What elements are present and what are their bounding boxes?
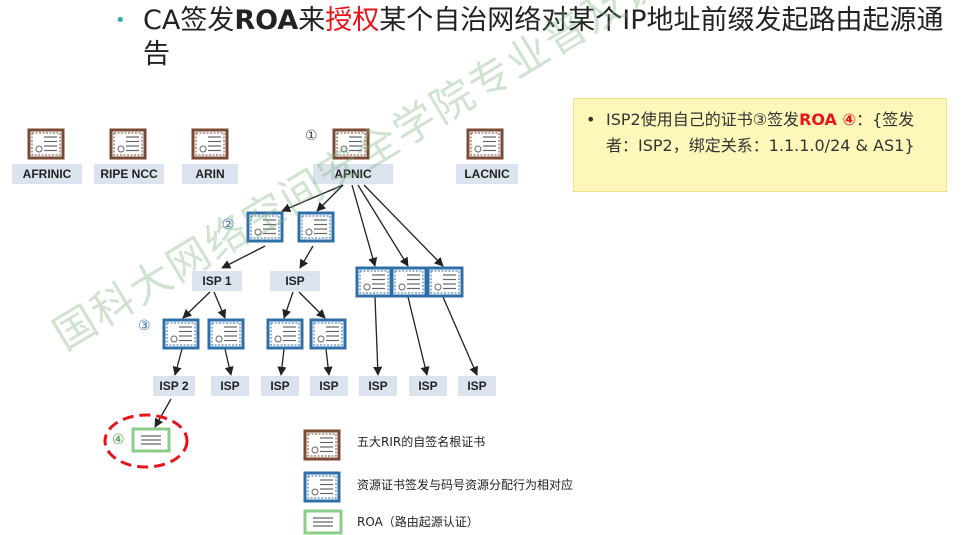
rir-label-afrinic: AFRINIC (23, 167, 72, 181)
rir-label-bg (313, 164, 393, 184)
arrow-cert-isp-b (277, 348, 287, 376)
title-part-rest: 某个自治网络对某个IP地址前缀发起路由起源通告 (143, 5, 944, 70)
title-text: CA签发ROA来授权某个自治网络对某个IP地址前缀发起路由起源通告 (143, 4, 955, 72)
root-certificate-icon (191, 128, 229, 160)
step-markers: ① ② ③ ④ (112, 128, 318, 448)
title-part-roa: ROA (234, 5, 299, 36)
roa-certificate-icon (131, 427, 171, 453)
title-bullet: • (115, 10, 126, 31)
arrow-cert-isp-f (442, 296, 478, 376)
root-certificate-icon (332, 128, 370, 160)
rir-label-bg (12, 164, 82, 184)
legend-label-root: 五大RIR的自签名根证书 (357, 434, 485, 449)
marker-4: ④ (112, 432, 125, 448)
resource-certificate-icon (266, 318, 304, 350)
roa-highlight-ellipse (103, 413, 189, 469)
marker-1: ① (305, 128, 318, 144)
arrow-isp-cert-d (298, 291, 326, 319)
resource-certificate-icon (426, 266, 464, 298)
rir-label-arin: ARIN (195, 167, 224, 181)
arrow-apnic-cert-b (316, 184, 344, 212)
isp-label-bg (458, 376, 496, 396)
note-text: ISP2使用自己的证书③签发ROA ④：{签发者：ISP2，绑定关系：1.1.1… (606, 107, 941, 159)
isp-label-bg (270, 271, 320, 291)
title-part-authorize: 授权 (325, 5, 380, 36)
arrow-apnic-cert-a (281, 184, 344, 212)
isp-label-leaf: ISP (270, 379, 289, 393)
resource-certificate-icon (355, 266, 393, 298)
root-certificate-icon (303, 429, 341, 461)
arrow-isp-cert-c (282, 291, 294, 319)
root-certificate-icon (466, 128, 504, 160)
isp-label-leaf: ISP (418, 379, 437, 393)
isp-label-isp2: ISP 2 (159, 379, 188, 393)
isp-label-isp1: ISP 1 (202, 274, 231, 288)
resource-certificate-icon (246, 211, 284, 243)
isp-label-bg (192, 271, 242, 291)
isp-labels: ISP 1 ISP ISP 2 ISP ISP ISP ISP ISP ISP (153, 271, 496, 396)
legend-label-resource: 资源证书签发与码号资源分配行为相对应 (357, 477, 573, 492)
isp-label-leaf: ISP (220, 379, 239, 393)
resource-certificate-icon (309, 318, 347, 350)
isp-label-bg (211, 376, 249, 396)
roa-certificate-icon (303, 509, 343, 535)
arrow-cert-isp-e (407, 296, 430, 376)
root-certificate-icon (27, 128, 65, 160)
arrow-isp1-cert-b (213, 291, 226, 319)
arrow-cert-isp1 (221, 245, 266, 269)
title-part-ca: CA签发 (143, 5, 235, 36)
arrow-cert-isp2 (172, 348, 183, 376)
arrow-cert-isp (299, 245, 314, 269)
arrow-cert-isp-a (224, 348, 234, 376)
isp-label-leaf: ISP (319, 379, 338, 393)
marker-3: ③ (138, 318, 151, 334)
rir-label-apnic: APNIC (334, 167, 372, 181)
arrow-apnic-cert-c (351, 184, 378, 267)
note-part-3: ：{签发者：ISP2，绑定关系：1.1.1.0/24 & AS1} (606, 110, 915, 155)
note-part-roa: ROA ④ (799, 110, 857, 129)
rir-label-bg (94, 164, 164, 184)
isp-label-bg (261, 376, 299, 396)
isp-label-isp: ISP (285, 274, 304, 288)
isp-label-leaf: ISP (467, 379, 486, 393)
isp-label-bg (359, 376, 397, 396)
callout-note: • ISP2使用自己的证书③签发ROA ④：{签发者：ISP2，绑定关系：1.1… (573, 98, 947, 192)
isp-label-bg (153, 376, 195, 396)
rir-label-bg (182, 164, 238, 184)
resource-certificate-icon (297, 211, 335, 243)
isp-label-bg (310, 376, 348, 396)
legend: 五大RIR的自签名根证书 资源证书签发与码号资源分配行为相对应 ROA（路由起源… (357, 434, 573, 529)
rir-labels: AFRINIC RIPE NCC ARIN APNIC LACNIC (12, 164, 518, 184)
isp-label-leaf: ISP (368, 379, 387, 393)
arrow-isp2-roa (154, 398, 172, 428)
root-certificate-icon (109, 128, 147, 160)
arrow-cert-isp-d (373, 296, 383, 376)
arrow-isp1-cert-a (182, 291, 211, 319)
isp-label-bg (409, 376, 447, 396)
certificate-icons (27, 128, 504, 535)
arrow-apnic-cert-e (363, 184, 444, 267)
resource-certificate-icon (303, 471, 341, 503)
rir-label-lacnic: LACNIC (464, 167, 510, 181)
arrow-apnic-cert-d (357, 184, 409, 267)
title-part-lai: 来 (298, 5, 326, 36)
rir-label-bg (456, 164, 518, 184)
connector-lines (154, 184, 478, 428)
note-part-1: ISP2使用自己的证书③签发 (606, 110, 800, 129)
arrow-cert-isp-c (323, 348, 333, 376)
resource-certificate-icon (207, 318, 245, 350)
resource-certificate-icon (162, 318, 200, 350)
marker-2: ② (222, 217, 235, 233)
rir-label-ripe: RIPE NCC (100, 167, 158, 181)
note-bullet: • (586, 110, 596, 129)
resource-certificate-icon (390, 266, 428, 298)
legend-label-roa: ROA（路由起源认证） (357, 514, 479, 529)
